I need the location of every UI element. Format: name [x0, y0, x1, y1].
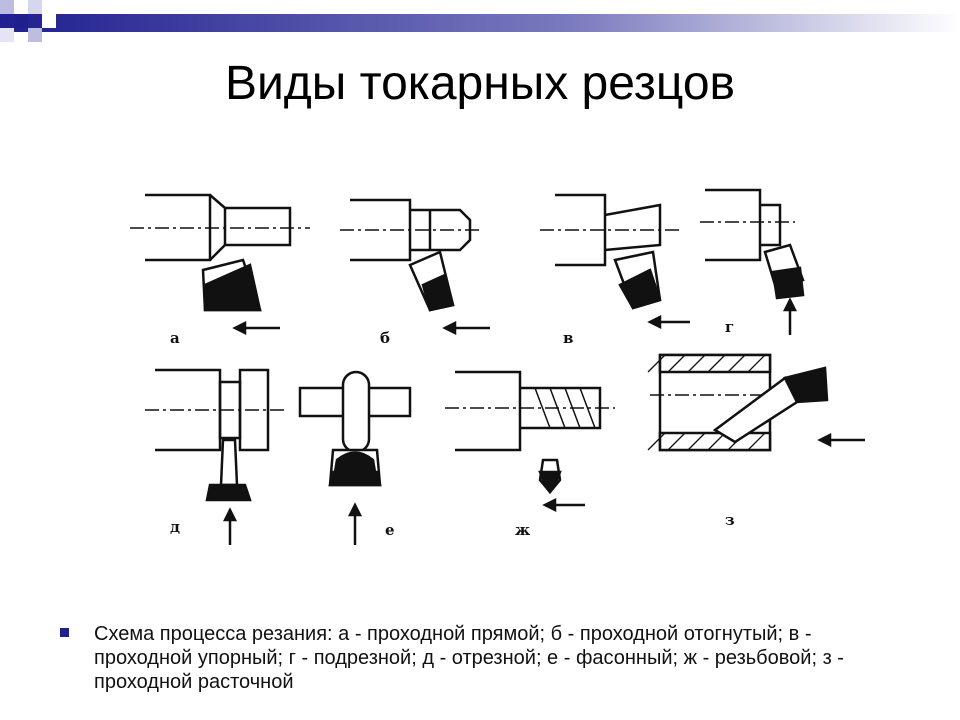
diagram-z: з: [647, 353, 865, 529]
label-g: г: [725, 318, 734, 336]
label-zh: ж: [515, 521, 530, 539]
diagram-v: в: [540, 193, 690, 347]
label-a: а: [170, 329, 180, 347]
label-v: в: [563, 329, 573, 347]
diagram-g: г: [700, 188, 805, 336]
diagram-a: а: [130, 193, 310, 347]
diagram-b: б: [340, 198, 490, 347]
label-b: б: [380, 329, 390, 347]
caption-text: Схема процесса резания: а - проходной пр…: [94, 623, 844, 693]
diagram-zh: ж: [445, 370, 615, 539]
diagram-e: е: [298, 370, 412, 545]
lathe-cutters-diagram: а б в г: [130, 188, 865, 545]
slide-title: Виды токарных резцов: [224, 57, 736, 110]
bullet-square-icon: [60, 628, 69, 637]
slide-header-decoration: [0, 0, 960, 42]
label-z: з: [725, 511, 735, 529]
diagram-d: д: [145, 368, 285, 545]
label-e: е: [385, 521, 395, 539]
label-d: д: [170, 518, 180, 536]
